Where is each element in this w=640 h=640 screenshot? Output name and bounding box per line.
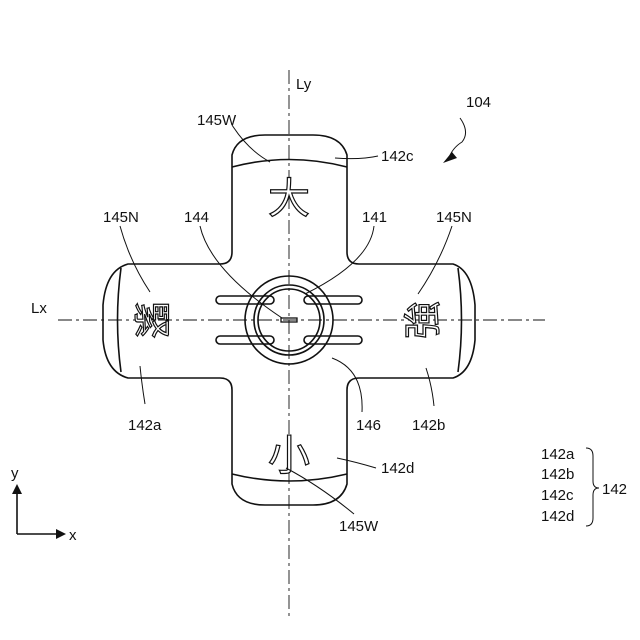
legend-brace: [586, 448, 599, 526]
coord-x-arrowhead: [56, 529, 66, 539]
label-142b: 142b: [412, 417, 445, 434]
leader-142a: [140, 366, 145, 404]
label-145w-top: 145W: [197, 112, 237, 129]
top-cap-line: [232, 160, 347, 168]
legend-item-0: 142a: [541, 446, 575, 463]
glyph-left: 緊: [129, 301, 173, 339]
label-142c: 142c: [381, 148, 414, 165]
legend-group-label: 142: [602, 481, 627, 498]
label-141: 141: [362, 209, 387, 226]
leader-145n-right: [418, 226, 452, 294]
coord-x-label: x: [69, 527, 77, 544]
leader-145n-left: [120, 226, 150, 292]
label-145w-bottom: 145W: [339, 518, 379, 535]
coord-y-label: y: [11, 465, 19, 482]
glyph-right: 強: [401, 301, 445, 339]
label-144: 144: [184, 209, 209, 226]
legend-item-3: 142d: [541, 508, 574, 525]
label-142a: 142a: [128, 417, 162, 434]
leader-142d: [337, 458, 376, 468]
glyph-top: 大: [268, 174, 310, 223]
coord-y-arrowhead: [12, 484, 22, 494]
label-142d: 142d: [381, 460, 414, 477]
ref-104-arrowhead: [443, 152, 457, 163]
leader-142c: [335, 156, 378, 159]
label-145n-left: 145N: [103, 209, 139, 226]
label-145n-right: 145N: [436, 209, 472, 226]
legend-item-2: 142c: [541, 487, 574, 504]
ly-axis-label: Ly: [296, 76, 312, 93]
lx-axis-label: Lx: [31, 300, 47, 317]
legend-item-1: 142b: [541, 466, 574, 483]
label-146: 146: [356, 417, 381, 434]
glyph-bottom: 小: [268, 431, 310, 480]
leader-142b: [426, 368, 434, 406]
label-104: 104: [466, 94, 491, 111]
